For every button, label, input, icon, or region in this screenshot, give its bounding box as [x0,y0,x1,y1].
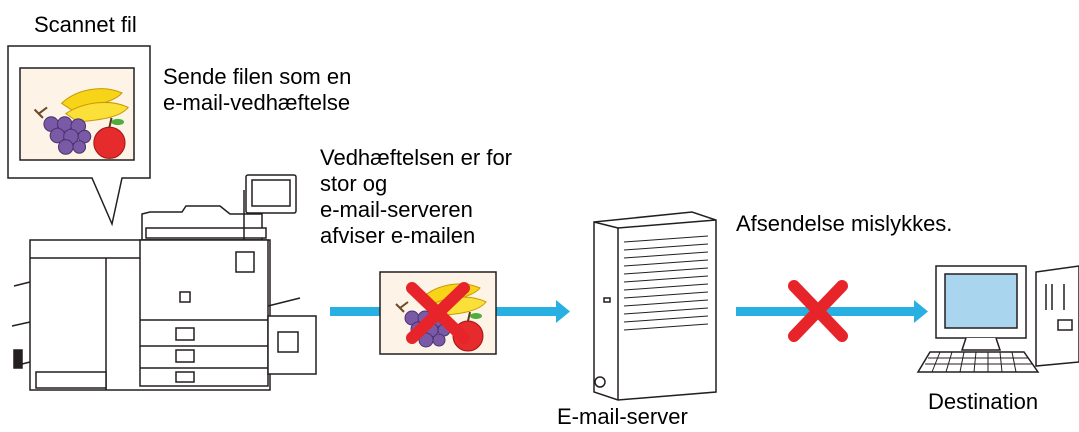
send-failed-label: Afsendelse mislykkes. [736,211,953,236]
cross-icon [788,280,848,342]
cross-icon [406,282,470,344]
email-server-label: E-mail-server [557,404,688,429]
printer-icon [11,174,317,391]
destination-label: Destination [928,389,1039,414]
rejected-attachment-icon [379,271,497,355]
computer-icon [916,265,1079,373]
send-as-attachment-label: Sende filen som en e-mail-vedhæftelse [163,64,352,115]
scanned-image-icon [19,67,135,161]
speech-bubble-icon [7,45,151,227]
scanned-file-label: Scannet fil [34,12,137,37]
server-icon [593,211,717,401]
attachment-rejected-label: Vedhæftelsen er for stor og e-mail-serve… [320,145,513,248]
